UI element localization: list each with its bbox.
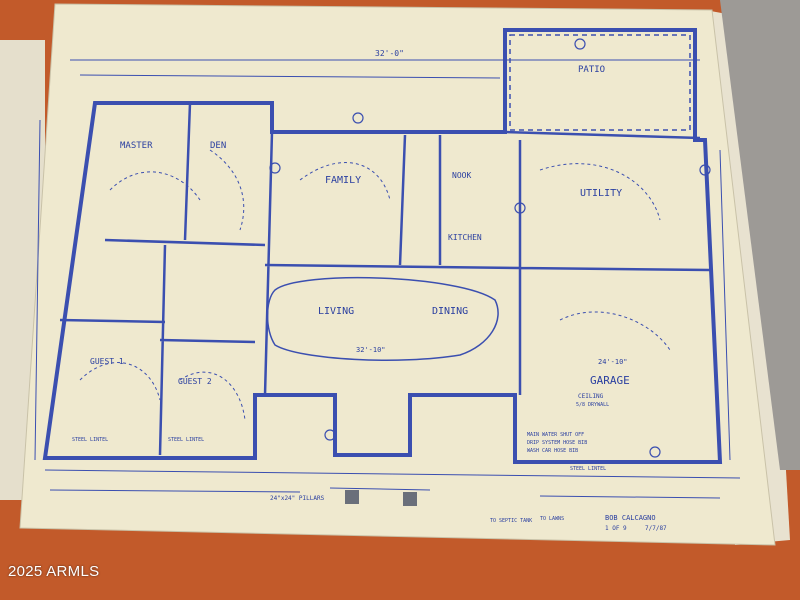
room-label-den: DEN [210, 141, 226, 151]
living-dim: 32'-10" [356, 346, 386, 354]
room-label-master: MASTER [120, 141, 153, 151]
sheet-number: 1 OF 9 [605, 525, 627, 532]
room-label-living: LIVING [318, 306, 354, 317]
floor-plan [34, 28, 741, 506]
pillars-note: 24"x24" PILLARS [270, 495, 325, 502]
steel-lintel-note: STEEL LINTEL [570, 466, 606, 472]
patio-outline [509, 34, 691, 131]
septic-note: TO SEPTIC TANK [490, 518, 532, 524]
room-label-guest2: GUEST 2 [178, 377, 212, 386]
room-label-dining: DINING [432, 306, 468, 317]
outlet [514, 202, 526, 214]
lawns-note: TO LAWNS [540, 516, 564, 522]
signature: BOB CALCAGNO [605, 514, 656, 522]
room-label-guest1: GUEST 1 [90, 357, 124, 366]
outlet [649, 446, 661, 458]
outlet [699, 164, 711, 176]
room-label-utility: UTILITY [580, 188, 622, 199]
outlet [574, 38, 586, 50]
room-label-garage: GARAGE [590, 374, 630, 387]
wash-car-note: WASH CAR HOSE BIB [527, 448, 578, 454]
outlet [269, 162, 281, 174]
wall-grey [720, 0, 800, 470]
blueprint-sheet [19, 3, 776, 546]
room-label-kitchen: KITCHEN [448, 233, 482, 242]
overall-width-dim: 32'-0" [375, 49, 404, 58]
living-dining-bubble [266, 276, 499, 361]
room-label-patio: PATIO [578, 65, 605, 75]
outlet [324, 429, 336, 441]
room-label-nook: NOOK [452, 171, 471, 180]
garage-dim: 24'-10" [598, 358, 628, 366]
ceiling-material-note: 5/8 DRYWALL [576, 402, 609, 408]
outlet [352, 112, 364, 124]
main-water-note: MAIN WATER SHUT OFF [527, 432, 584, 438]
drip-system-note: DRIP SYSTEM HOSE BIB [527, 440, 587, 446]
pillar [403, 492, 417, 506]
pillar [345, 490, 359, 504]
interior-walls [59, 102, 711, 456]
dimension-lines [34, 59, 741, 499]
room-label-family: FAMILY [325, 175, 361, 186]
steel-lintel-note: STEEL LINTEL [168, 437, 204, 443]
watermark: 2025 ARMLS [8, 563, 100, 580]
wiring-arcs [79, 149, 671, 421]
ceiling-note: CEILING [578, 393, 604, 400]
drawing-date: 7/7/87 [645, 525, 667, 532]
steel-lintel-note: STEEL LINTEL [72, 437, 108, 443]
